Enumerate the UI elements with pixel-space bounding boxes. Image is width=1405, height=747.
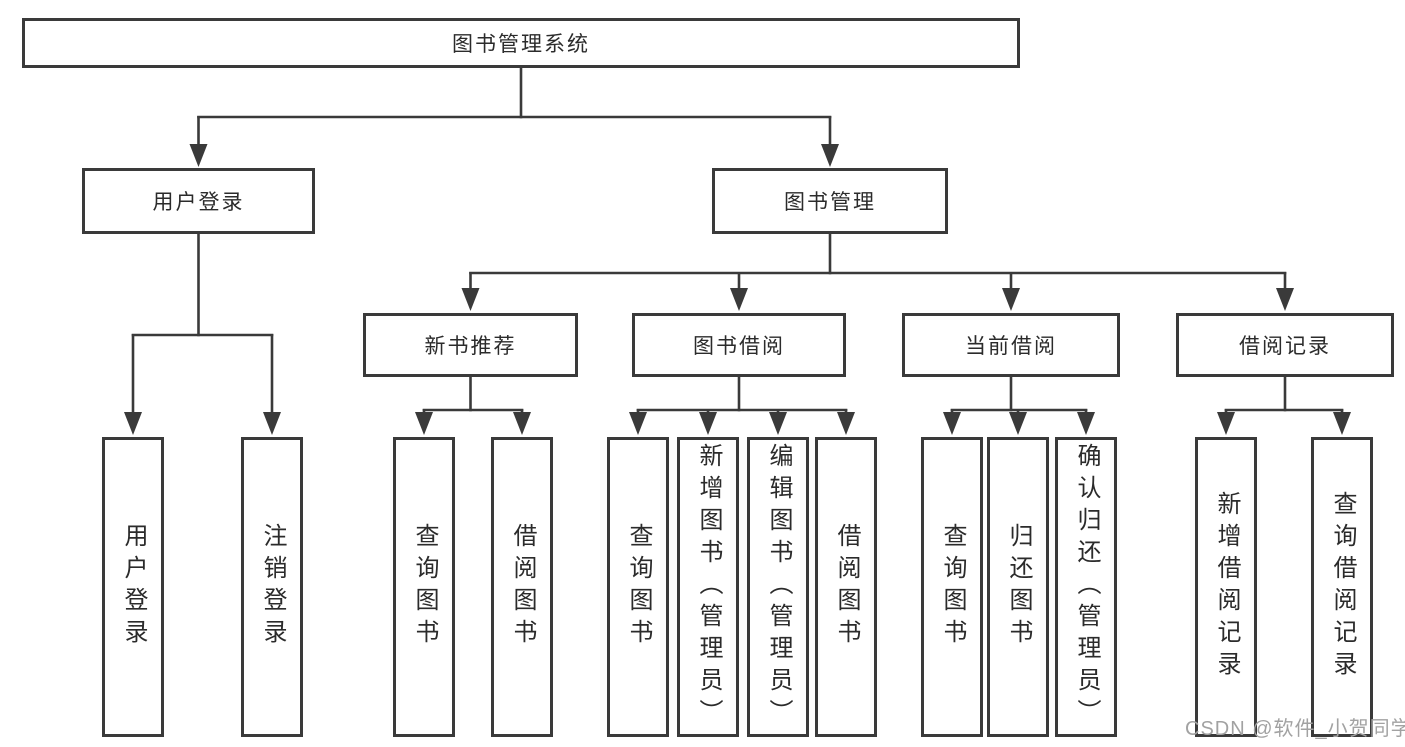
node-current-borrow-label: 当前借阅	[965, 335, 1057, 358]
csdn-watermark: CSDN @软件_小贺同学	[1185, 718, 1405, 740]
leaf-logout: 注销登录	[241, 437, 303, 737]
leaf-borrow-book-label: 借阅图书	[833, 523, 860, 651]
leaf-borrow-book: 借阅图书	[815, 437, 877, 737]
leaf-logout-label: 注销登录	[259, 523, 286, 651]
node-book-borrow: 图书借阅	[632, 313, 846, 377]
node-user-login: 用户登录	[82, 168, 315, 234]
leaf-add-book-admin: 新增图书（管理员）	[677, 437, 739, 737]
leaf-edit-book-admin-label: 编辑图书（管理员）	[765, 443, 792, 731]
leaf-query-borrow-record-label: 查询借阅记录	[1329, 491, 1356, 683]
leaf-query-borrow-record: 查询借阅记录	[1311, 437, 1373, 737]
leaf-return-book-label: 归还图书	[1005, 523, 1032, 651]
leaf-borrow-book-recommend: 借阅图书	[491, 437, 553, 737]
node-root-library-system: 图书管理系统	[22, 18, 1020, 68]
leaf-query-book-current: 查询图书	[921, 437, 983, 737]
leaf-confirm-return-admin-label: 确认归还（管理员）	[1073, 443, 1100, 731]
node-book-borrow-label: 图书借阅	[693, 335, 785, 358]
node-book-management-label: 图书管理	[784, 191, 876, 214]
leaf-return-book: 归还图书	[987, 437, 1049, 737]
leaf-user-login-label: 用户登录	[120, 523, 147, 651]
node-current-borrow: 当前借阅	[902, 313, 1120, 377]
node-book-management: 图书管理	[712, 168, 948, 234]
node-root-label: 图书管理系统	[452, 33, 590, 56]
leaf-add-book-admin-label: 新增图书（管理员）	[695, 443, 722, 731]
leaf-borrow-book-recommend-label: 借阅图书	[509, 523, 536, 651]
leaf-add-borrow-record-label: 新增借阅记录	[1213, 491, 1240, 683]
leaf-add-borrow-record: 新增借阅记录	[1195, 437, 1257, 737]
node-borrow-records-label: 借阅记录	[1239, 335, 1331, 358]
node-user-login-label: 用户登录	[152, 191, 245, 214]
node-new-book-recommend-label: 新书推荐	[424, 335, 517, 358]
leaf-query-book-current-label: 查询图书	[939, 523, 966, 651]
leaf-user-login: 用户登录	[102, 437, 164, 737]
leaf-edit-book-admin: 编辑图书（管理员）	[747, 437, 809, 737]
node-borrow-records: 借阅记录	[1176, 313, 1394, 377]
leaf-confirm-return-admin: 确认归还（管理员）	[1055, 437, 1117, 737]
leaf-query-book-recommend-label: 查询图书	[411, 523, 438, 651]
leaf-query-book-recommend: 查询图书	[393, 437, 455, 737]
node-new-book-recommend: 新书推荐	[363, 313, 578, 377]
leaf-query-book-borrow-label: 查询图书	[625, 523, 652, 651]
leaf-query-book-borrow: 查询图书	[607, 437, 669, 737]
